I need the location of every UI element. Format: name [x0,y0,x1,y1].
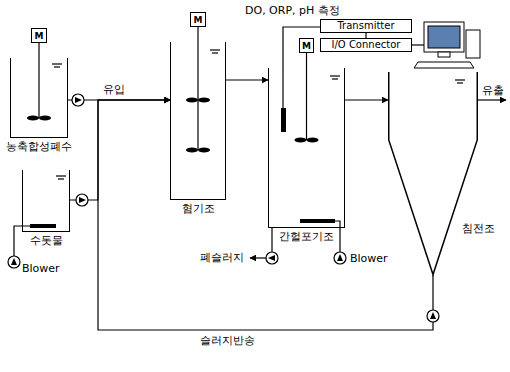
pipe-connector [306,53,307,68]
pipe-connector [98,100,433,330]
pipe-connector [38,43,39,58]
annotation-label: 폐슬러지 [200,251,244,264]
device-box: Transmitter [320,19,412,33]
pipe-connector [283,27,320,68]
tank: 혐기조 [170,42,226,200]
tank: 수돗물 [22,170,70,232]
motor-box: M [190,12,206,27]
pipe-connector [197,27,198,42]
clarifier: 침전조 [388,72,478,275]
tank: 간헐포기조 [268,68,345,228]
device-label: I/O Connector [332,39,401,51]
motor-label: M [35,31,44,41]
clarifier-outline [388,72,478,275]
motor-box: M [31,28,47,43]
pipe-connector [226,79,268,80]
tank-label: 침전조 [462,222,495,235]
annotation-label: 유입 [103,83,125,96]
tank-label: 간헐포기조 [279,230,334,243]
device-box: I/O Connector [320,38,412,52]
tank-label: 수돗물 [30,234,63,247]
motor-box: M [299,38,314,53]
tank-label: 혐기조 [182,202,215,215]
tank-label: 농축합성폐수 [6,140,72,153]
tank: 농축합성폐수 [10,58,68,138]
motor-label: M [194,15,203,25]
annotation-label: Blower [22,262,60,275]
flow-label: 슬러지반송 [200,334,255,347]
pipe-connector [70,100,170,200]
annotation-label: 유출 [482,84,504,97]
motor-label: M [302,41,311,51]
device-label: Transmitter [337,20,394,32]
pipe-connector [345,99,388,100]
annotation-label: Blower [350,252,388,265]
annotation-label: DO, ORP, pH 측정 [245,4,340,17]
